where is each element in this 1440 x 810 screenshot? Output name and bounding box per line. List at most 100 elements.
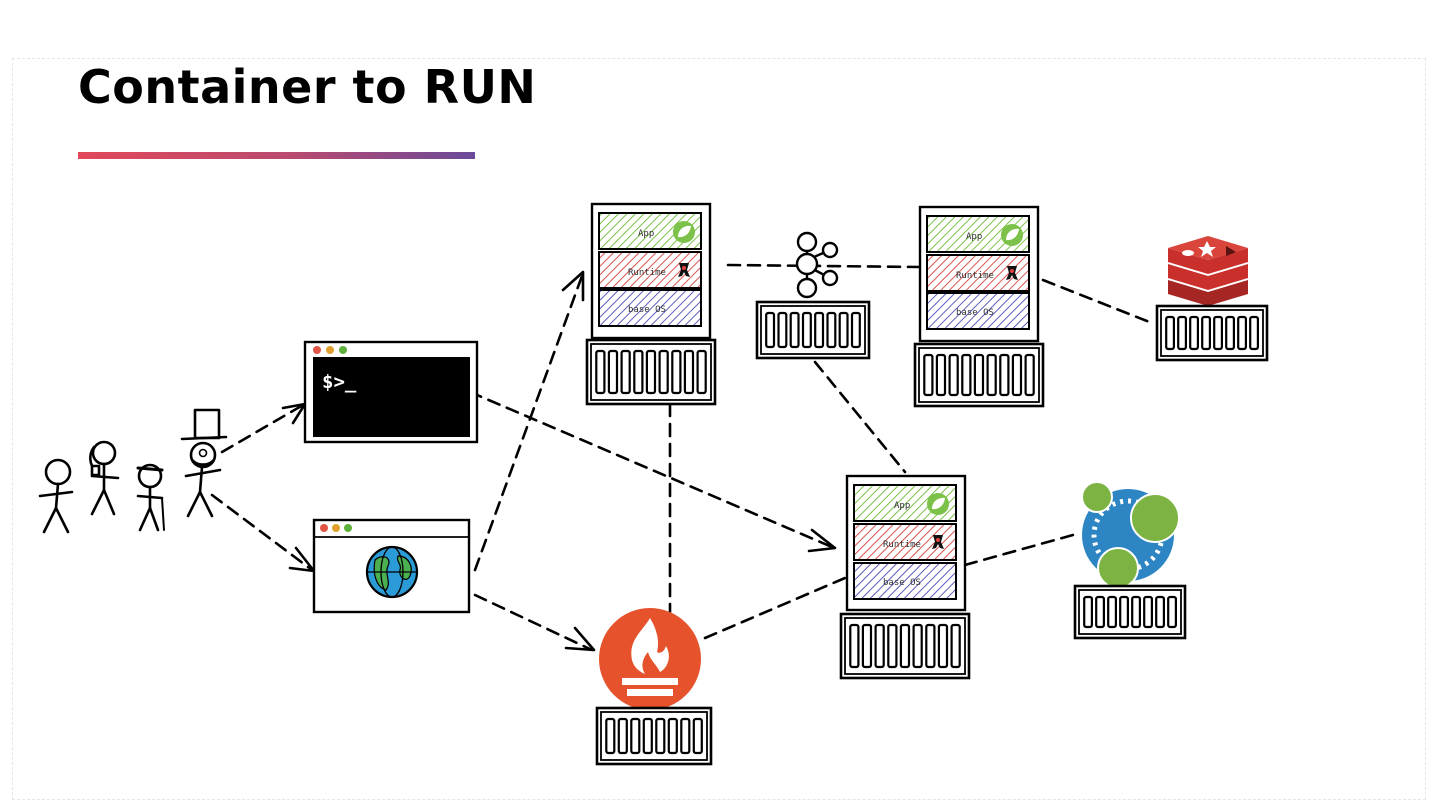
container-slot xyxy=(1011,353,1023,397)
window-maximize-dot xyxy=(344,524,352,532)
container-slot xyxy=(620,349,631,395)
arrow-to-browser xyxy=(288,546,316,573)
edge-app1-kafka-app2 xyxy=(726,263,922,269)
user-figure xyxy=(89,440,120,516)
container-slot xyxy=(1083,595,1093,629)
container-slot xyxy=(1143,595,1153,629)
window-close-dot xyxy=(320,524,328,532)
container-box xyxy=(595,706,713,766)
edge-app2-redis xyxy=(1041,278,1154,325)
container-slot xyxy=(849,623,860,669)
edge-terminal-app3 xyxy=(468,390,834,549)
edge-browser-app1 xyxy=(473,274,584,572)
container-slot xyxy=(1201,315,1211,351)
neo4j-icon xyxy=(1073,481,1187,640)
container-box xyxy=(839,612,971,680)
prometheus-icon xyxy=(595,608,713,766)
container-slot xyxy=(789,311,800,349)
container-slot xyxy=(683,349,695,395)
container-app-1: App Runtime base OS xyxy=(585,202,717,406)
spring-leaf-icon xyxy=(1001,224,1023,246)
layer-app-label: App xyxy=(966,232,982,242)
kafka-icon xyxy=(755,231,871,360)
terminal-prompt: $>_ xyxy=(322,371,357,393)
container-slot xyxy=(948,353,959,397)
container-slot xyxy=(692,717,703,755)
container-slot xyxy=(850,311,861,349)
container-slot xyxy=(838,311,849,349)
container-slot xyxy=(925,623,936,669)
layer-runtime-label: Runtime xyxy=(883,540,921,550)
container-slot xyxy=(950,623,961,669)
container-slot xyxy=(999,353,1010,397)
container-slot xyxy=(814,311,825,349)
layer-os-label: base OS xyxy=(883,578,921,588)
spring-leaf-icon xyxy=(927,493,949,515)
arrow-to-app3 xyxy=(807,528,837,553)
layer-os-label: base OS xyxy=(956,308,994,318)
layer-os-label: base OS xyxy=(628,305,666,315)
spring-leaf-icon xyxy=(673,221,695,243)
container-slot xyxy=(645,349,657,395)
container-slot xyxy=(1213,315,1223,351)
edge-users-terminal xyxy=(220,403,305,454)
layer-runtime-label: Runtime xyxy=(628,268,666,278)
edge-kafka-app3 xyxy=(813,360,907,474)
container-slot xyxy=(1189,315,1199,351)
container-slot xyxy=(801,311,812,349)
container-box xyxy=(1155,304,1269,362)
layer-app-label: App xyxy=(638,229,654,239)
container-slot xyxy=(923,353,934,397)
container-slot xyxy=(642,717,653,755)
user-figure xyxy=(180,408,228,518)
window-minimize-dot xyxy=(332,524,340,532)
terminal-window-icon: $>_ xyxy=(303,340,479,444)
container-box xyxy=(585,338,717,406)
connections xyxy=(210,263,1154,652)
window-close-dot xyxy=(313,346,321,354)
container-slot xyxy=(973,353,985,397)
container-slot xyxy=(1165,315,1175,351)
container-slot xyxy=(937,623,949,669)
slide-frame xyxy=(12,58,1426,800)
container-box xyxy=(913,342,1045,408)
container-slot xyxy=(696,349,707,395)
container-slot xyxy=(935,353,947,397)
user-figure xyxy=(38,458,74,534)
container-slot xyxy=(630,717,641,755)
container-slot xyxy=(1155,595,1165,629)
container-slot xyxy=(1107,595,1117,629)
container-slot xyxy=(1024,353,1035,397)
container-slot xyxy=(671,349,682,395)
container-slot xyxy=(1167,595,1177,629)
container-slot xyxy=(680,717,691,755)
user-figure xyxy=(136,463,165,532)
container-slot xyxy=(861,623,873,669)
container-slot xyxy=(633,349,644,395)
container-slot xyxy=(1177,315,1187,351)
edge-app3-neo4j xyxy=(963,531,1082,567)
container-slot xyxy=(658,349,669,395)
container-app-2: App Runtime base OS xyxy=(913,205,1045,408)
container-slot xyxy=(655,717,666,755)
container-slot xyxy=(826,311,837,349)
container-slot xyxy=(667,717,678,755)
container-slot xyxy=(765,311,776,349)
title-underline xyxy=(78,152,475,159)
container-slot xyxy=(899,623,911,669)
container-slot xyxy=(961,353,972,397)
container-slot xyxy=(595,349,606,395)
edge-prometheus-app3 xyxy=(703,576,847,640)
edge-browser-prometheus xyxy=(473,593,594,652)
container-slot xyxy=(617,717,628,755)
container-slot xyxy=(605,717,616,755)
container-slot xyxy=(1237,315,1247,351)
container-slot xyxy=(912,623,923,669)
container-app-3: App Runtime base OS xyxy=(839,474,971,680)
arrow-to-terminal xyxy=(281,402,307,425)
container-box xyxy=(1073,584,1187,640)
container-slot xyxy=(1119,595,1129,629)
layer-runtime-label: Runtime xyxy=(956,271,994,281)
browser-globe-icon xyxy=(312,518,471,614)
